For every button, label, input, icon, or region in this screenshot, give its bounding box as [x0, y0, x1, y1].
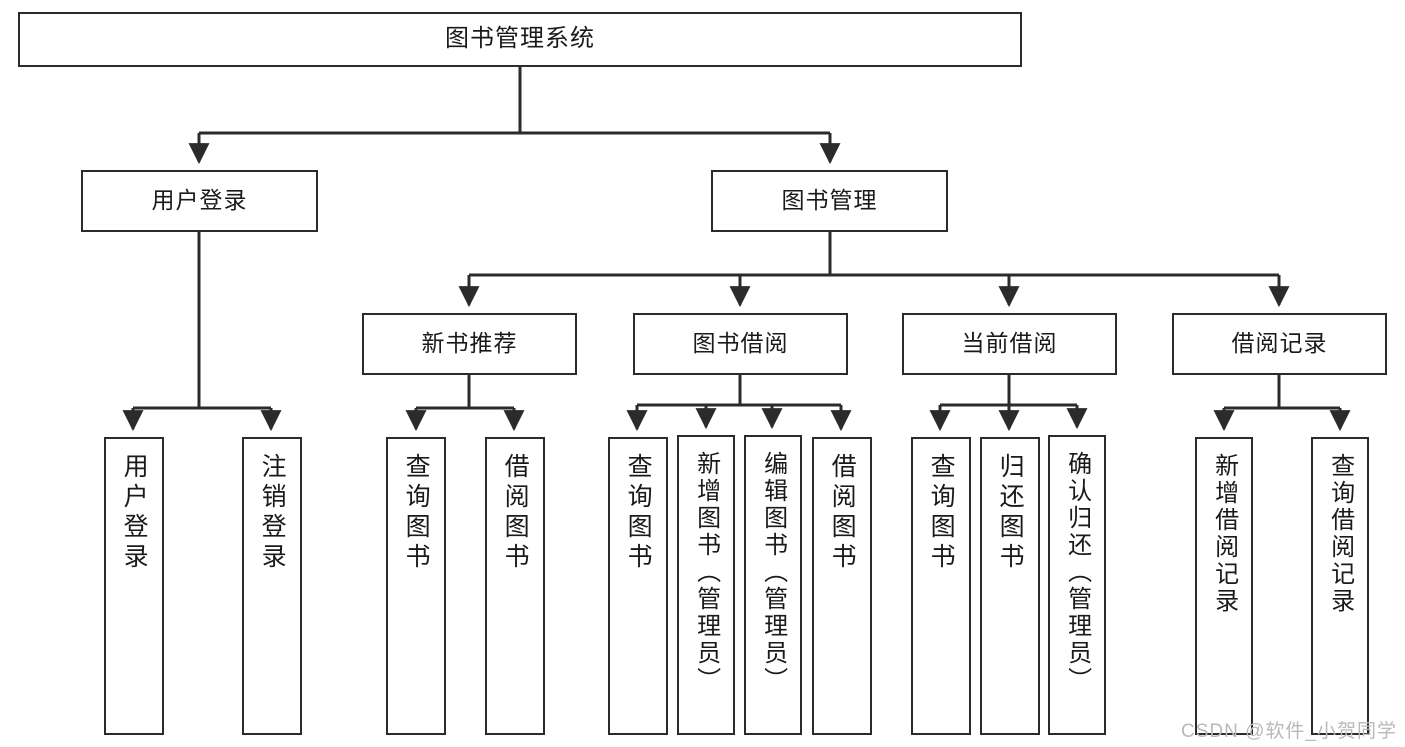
node-label: 新书推荐: [421, 330, 518, 357]
node-label: 查询借阅记录: [1326, 453, 1354, 615]
node-label: 查询图书: [402, 453, 431, 573]
node-user-login[interactable]: 用户登录: [81, 170, 318, 232]
node-label: 借阅图书: [501, 453, 530, 573]
node-new-book-recommend[interactable]: 新书推荐: [362, 313, 577, 375]
node-leaf-borrow-book-2[interactable]: 借阅图书: [812, 437, 872, 735]
node-leaf-user-logout[interactable]: 注销登录: [242, 437, 302, 735]
node-book-manage[interactable]: 图书管理: [711, 170, 948, 232]
node-leaf-confirm-return[interactable]: 确认归还（管理员）: [1048, 435, 1106, 735]
node-label: 当前借阅: [961, 330, 1058, 357]
node-leaf-add-borrow-record[interactable]: 新增借阅记录: [1195, 437, 1253, 735]
node-label: 注销登录: [258, 453, 287, 573]
node-label: 确认归还（管理员）: [1063, 451, 1091, 694]
node-label: 新增图书（管理员）: [692, 451, 720, 694]
node-leaf-borrow-book-1[interactable]: 借阅图书: [485, 437, 545, 735]
node-label: 查询图书: [624, 453, 653, 573]
node-leaf-return-book[interactable]: 归还图书: [980, 437, 1040, 735]
node-leaf-query-borrow-record[interactable]: 查询借阅记录: [1311, 437, 1369, 735]
node-label: 查询图书: [927, 453, 956, 573]
node-leaf-add-book[interactable]: 新增图书（管理员）: [677, 435, 735, 735]
node-borrow-record[interactable]: 借阅记录: [1172, 313, 1387, 375]
node-book-management-system[interactable]: 图书管理系统: [18, 12, 1022, 67]
node-leaf-user-login[interactable]: 用户登录: [104, 437, 164, 735]
node-label: 借阅图书: [828, 453, 857, 573]
node-label: 新增借阅记录: [1210, 453, 1238, 615]
node-label: 用户登录: [120, 453, 149, 573]
node-label: 编辑图书（管理员）: [759, 451, 787, 694]
node-leaf-query-book-3[interactable]: 查询图书: [911, 437, 971, 735]
node-label: 用户登录: [151, 187, 248, 214]
node-label: 图书管理系统: [445, 25, 595, 53]
node-leaf-query-book-2[interactable]: 查询图书: [608, 437, 668, 735]
node-label: 归还图书: [996, 453, 1025, 573]
node-current-borrow[interactable]: 当前借阅: [902, 313, 1117, 375]
node-label: 图书借阅: [692, 330, 789, 357]
node-book-borrow[interactable]: 图书借阅: [633, 313, 848, 375]
node-label: 借阅记录: [1231, 330, 1328, 357]
node-label: 图书管理: [781, 187, 878, 214]
node-leaf-edit-book[interactable]: 编辑图书（管理员）: [744, 435, 802, 735]
node-leaf-query-book-1[interactable]: 查询图书: [386, 437, 446, 735]
